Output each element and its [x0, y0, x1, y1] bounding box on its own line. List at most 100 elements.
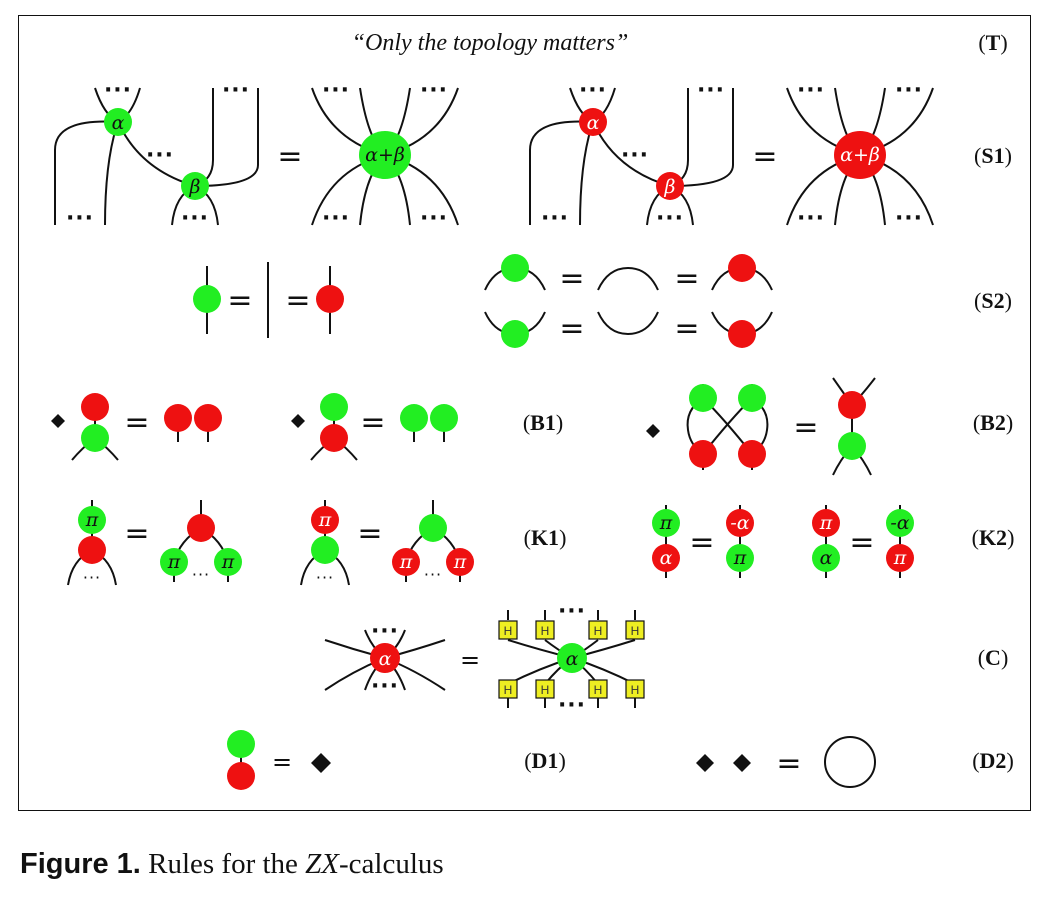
figure-label: Figure 1.: [20, 848, 141, 880]
svg-text:H: H: [504, 624, 513, 638]
svg-text:α: α: [566, 648, 579, 670]
svg-text:···: ···: [621, 143, 649, 168]
s2-identity: = =: [193, 262, 344, 338]
s1-green-rhs: ··· ··· ··· ··· α+β: [311, 78, 459, 231]
svg-text:=: =: [285, 283, 310, 318]
svg-text:=: =: [752, 139, 777, 174]
hadamard-box-bl1: H: [498, 679, 518, 699]
svg-text:β: β: [189, 176, 201, 198]
svg-text:···: ···: [895, 78, 923, 103]
label-D1: (D1): [524, 748, 566, 773]
svg-text:H: H: [594, 683, 603, 697]
svg-text:···: ···: [66, 206, 94, 231]
svg-text:α: α: [587, 112, 600, 134]
svg-text:···: ···: [558, 599, 586, 624]
svg-text:π: π: [399, 551, 413, 573]
svg-text:=: =: [674, 261, 699, 296]
svg-text:α: α: [820, 547, 833, 569]
label-B2: (B2): [973, 410, 1013, 435]
svg-text:···: ···: [895, 206, 923, 231]
label-S1: (S1): [974, 143, 1012, 168]
svg-text:π: π: [318, 509, 332, 531]
k1-right: ··· π = π π ···: [300, 500, 474, 587]
label-D2: (D2): [972, 748, 1014, 773]
svg-text:···: ···: [541, 206, 569, 231]
k2-left: π α = -α π: [652, 505, 754, 578]
svg-text:H: H: [631, 624, 640, 638]
c-color-change-lhs: ··· ··· α: [324, 619, 446, 699]
svg-text:π: π: [167, 551, 181, 573]
caption-text-after: -calculus: [339, 848, 444, 880]
svg-text:=: =: [124, 516, 149, 551]
svg-text:π: π: [659, 512, 673, 534]
b1-left: =: [51, 393, 222, 461]
svg-text:···: ···: [420, 206, 448, 231]
svg-text:···: ···: [579, 78, 607, 103]
svg-text:···: ···: [420, 78, 448, 103]
d2-scalar: =: [696, 736, 876, 788]
svg-text:π: π: [453, 551, 467, 573]
d1-scalar: =: [227, 730, 331, 790]
svg-text:···: ···: [104, 78, 132, 103]
caption-text-before: Rules for the: [140, 848, 306, 880]
svg-text:···: ···: [146, 143, 174, 168]
hadamard-box-tr2: H: [625, 620, 645, 640]
svg-text:=: =: [227, 283, 252, 318]
svg-text:H: H: [594, 624, 603, 638]
s2-cap-cup: = = = =: [484, 254, 773, 348]
svg-text:π: π: [893, 547, 907, 569]
label-T-text: T: [986, 30, 1001, 55]
b2-bialgebra: =: [646, 377, 876, 476]
svg-text:···: ···: [371, 619, 399, 644]
label-T: (T): [978, 30, 1007, 55]
hadamard-box-br1: H: [588, 679, 608, 699]
svg-text:···: ···: [558, 693, 586, 718]
k1-left: ··· π = π π ···: [67, 500, 242, 587]
svg-text:···: ···: [83, 568, 101, 587]
svg-text:=: =: [124, 405, 149, 440]
svg-text:π: π: [819, 512, 833, 534]
svg-text:=: =: [272, 748, 292, 776]
svg-text:α+β: α+β: [365, 144, 405, 166]
svg-text:α: α: [112, 112, 125, 134]
svg-text:=: =: [793, 410, 818, 445]
svg-text:=: =: [277, 139, 302, 174]
svg-text:=: =: [674, 311, 699, 346]
svg-text:=: =: [460, 646, 480, 674]
svg-text:=: =: [689, 525, 714, 560]
s1-red-rhs: ··· ··· ··· ··· α+β: [786, 78, 934, 231]
hadamard-box-tl1: H: [498, 620, 518, 640]
s1-red-lhs: ··· ··· ··· ··· ··· α β: [529, 78, 734, 231]
svg-text:α: α: [379, 648, 392, 670]
svg-text:-α: -α: [730, 512, 749, 534]
svg-text:α: α: [660, 547, 673, 569]
label-C: (C): [978, 645, 1009, 670]
svg-text:β: β: [664, 176, 676, 198]
k2-right: π α = -α π: [812, 505, 914, 578]
label-S2: (S2): [974, 288, 1012, 313]
svg-text:···: ···: [371, 674, 399, 699]
c-color-change-rhs: ··· ··· H H H H H H H: [498, 599, 645, 718]
hadamard-box-tr1: H: [588, 620, 608, 640]
svg-text:π: π: [85, 509, 99, 531]
svg-text:···: ···: [656, 206, 684, 231]
svg-text:H: H: [541, 624, 550, 638]
b1-right: =: [291, 393, 458, 461]
s1-green-lhs: ··· ··· ··· ··· ··· α β: [54, 78, 259, 231]
label-B1: (B1): [523, 410, 563, 435]
svg-text:=: =: [357, 516, 382, 551]
label-K1: (K1): [524, 525, 567, 550]
svg-text:π: π: [733, 547, 747, 569]
svg-text:H: H: [541, 683, 550, 697]
svg-text:π: π: [221, 551, 235, 573]
caption-italic: ZX: [305, 848, 340, 880]
svg-text:···: ···: [222, 78, 250, 103]
svg-text:···: ···: [322, 206, 350, 231]
label-K2: (K2): [972, 525, 1015, 550]
svg-text:=: =: [776, 746, 801, 781]
svg-text:···: ···: [192, 565, 210, 584]
svg-text:···: ···: [797, 78, 825, 103]
hadamard-box-br2: H: [625, 679, 645, 699]
hadamard-box-tl2: H: [535, 620, 555, 640]
